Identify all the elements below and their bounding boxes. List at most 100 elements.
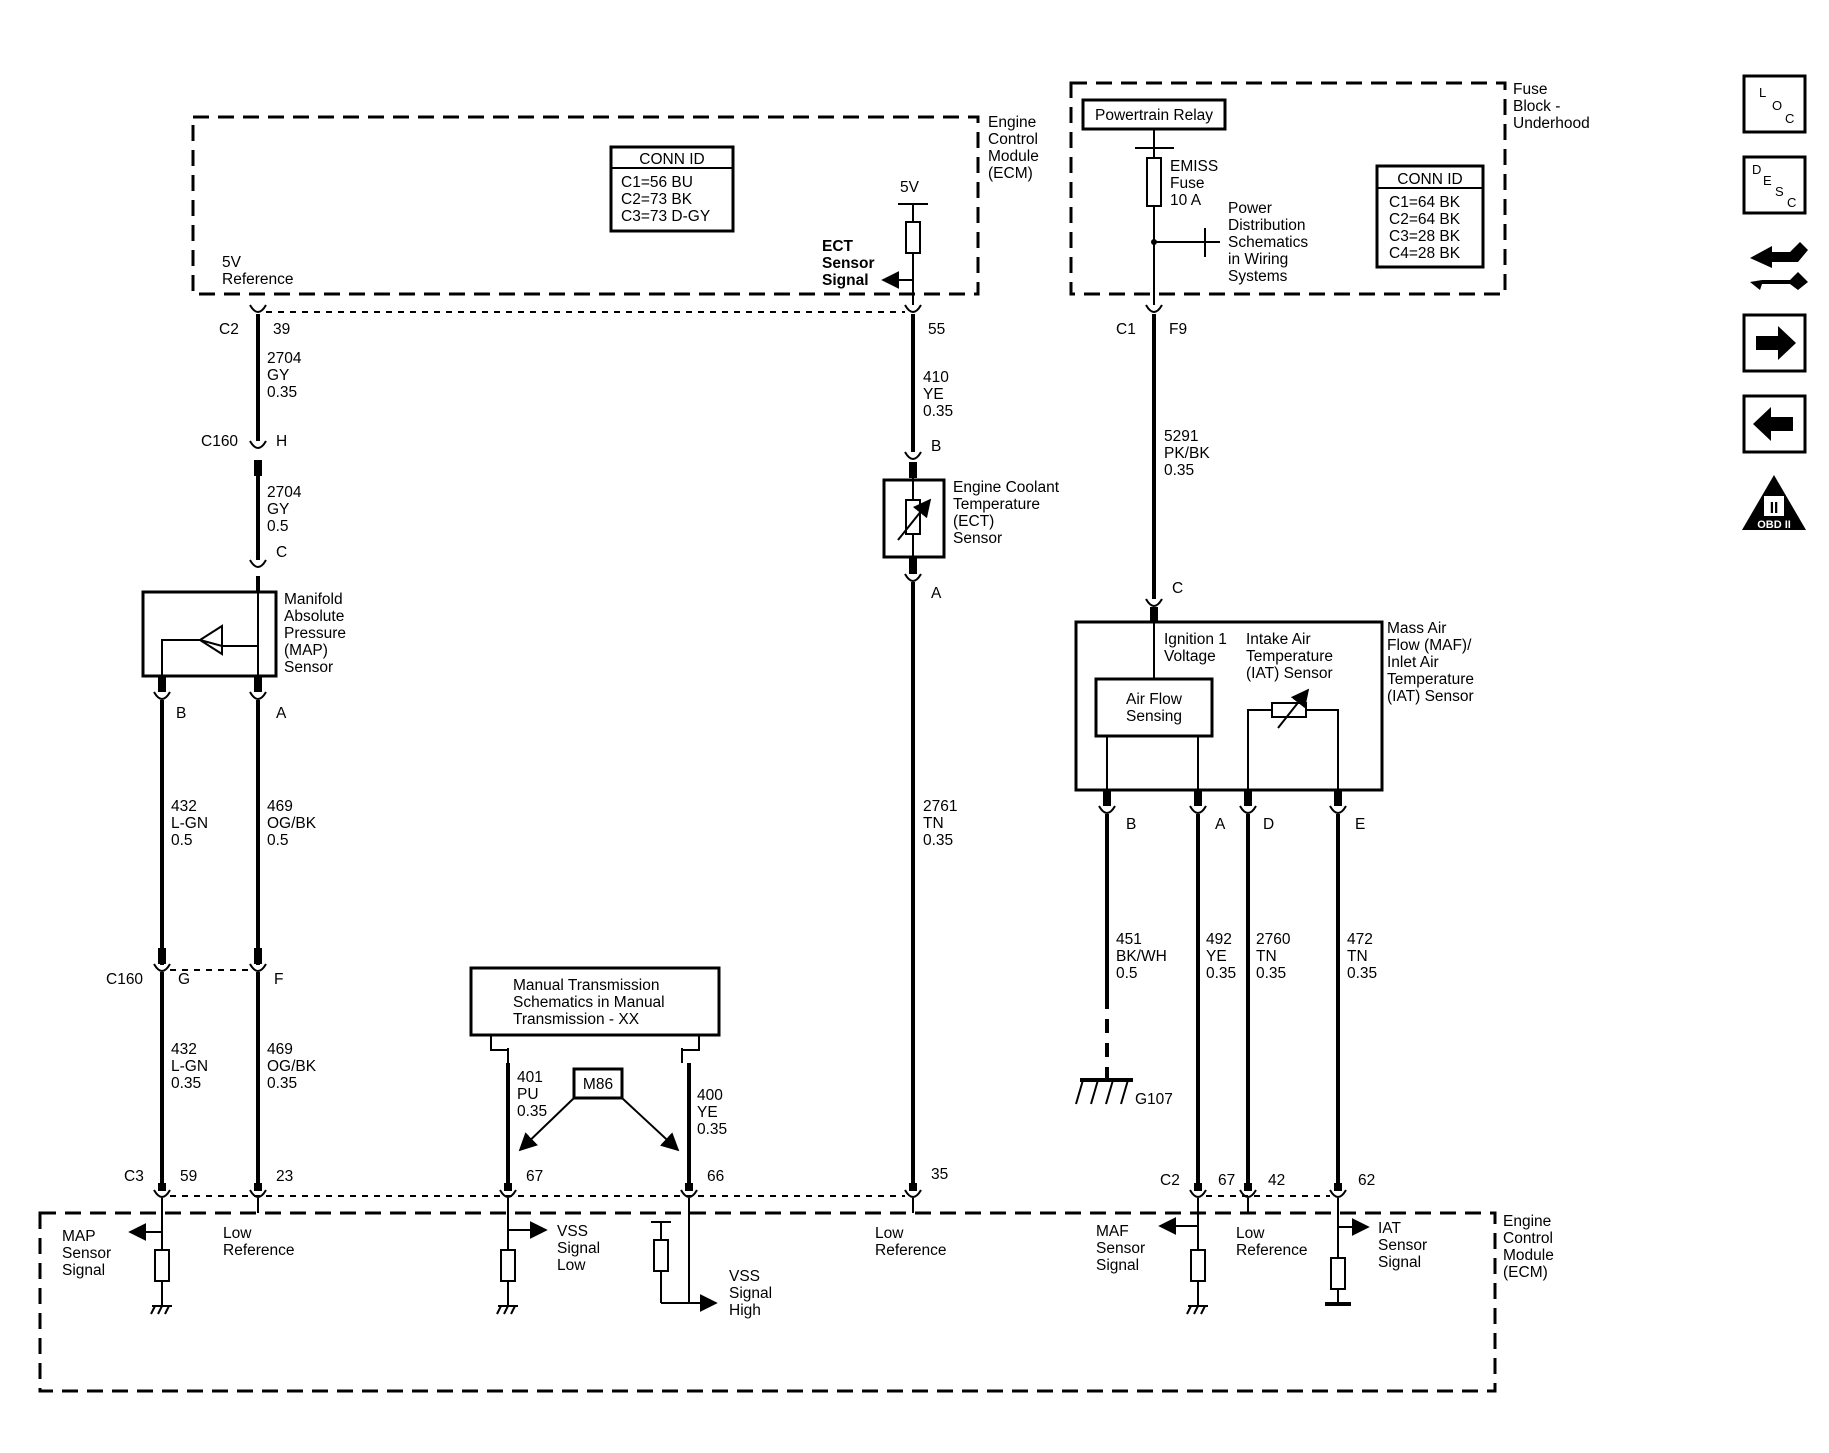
svg-text:23: 23 [276,1168,293,1185]
connector-c3: C3 59 23 67 66 35 [124,1166,948,1198]
svg-text:C: C [1785,111,1794,126]
svg-text:C2: C2 [1160,1172,1180,1189]
svg-text:C: C [276,544,287,561]
svg-text:Air Flow: Air Flow [1126,691,1183,708]
pullup-resistor [905,221,921,254]
svg-text:67: 67 [526,1168,543,1185]
loc-icon[interactable]: L O C [1742,74,1807,134]
svg-text:62: 62 [1358,1172,1375,1189]
arrow-left-icon[interactable] [1742,394,1807,454]
svg-text:C: C [1172,580,1183,597]
arrow-right-icon[interactable] [1742,313,1807,373]
svg-text:55: 55 [928,321,945,338]
svg-text:E: E [1763,173,1772,188]
svg-text:OBD II: OBD II [1757,519,1791,531]
obd-ii-icon[interactable]: II OBD II [1742,475,1806,531]
svg-text:S: S [1775,184,1784,199]
svg-text:C1: C1 [1116,321,1136,338]
svg-text:G: G [178,971,190,988]
5v-supply-label: 5V [900,179,920,196]
svg-text:59: 59 [180,1168,197,1185]
svg-text:F9: F9 [1169,321,1187,338]
connector-repair-icon[interactable] [1750,242,1808,290]
emiss-fuse [1146,157,1162,207]
svg-text:CONN ID: CONN ID [1397,171,1462,188]
svg-text:D: D [1263,816,1274,833]
svg-text:II: II [1770,500,1779,517]
connector-c160-h: C160 H [201,433,287,450]
svg-text:66: 66 [707,1168,724,1185]
svg-text:C3: C3 [124,1168,144,1185]
svg-text:39: 39 [273,321,290,338]
svg-text:CONN ID: CONN ID [639,151,704,168]
svg-text:B: B [176,705,186,722]
svg-text:H: H [276,433,287,450]
svg-text:67: 67 [1218,1172,1235,1189]
connector-c1-fuse: C1 F9 [1116,304,1187,338]
svg-text:D: D [1752,162,1761,177]
svg-text:42: 42 [1268,1172,1285,1189]
svg-text:C160: C160 [201,433,238,450]
svg-text:B: B [1126,816,1136,833]
svg-text:G107: G107 [1135,1091,1173,1108]
svg-text:E: E [1355,816,1365,833]
svg-text:A: A [931,585,942,602]
svg-text:A: A [276,705,287,722]
ground-g107: G107 [1075,1078,1173,1108]
desc-icon[interactable]: D E S C [1742,155,1807,215]
connector-c160-g-f: C160 G F [106,948,283,988]
svg-text:C160: C160 [106,971,143,988]
svg-text:Sensing: Sensing [1126,708,1182,725]
svg-text:35: 35 [931,1166,948,1183]
svg-text:C2: C2 [219,321,239,338]
svg-text:L: L [1759,85,1766,100]
svg-text:A: A [1215,816,1226,833]
svg-text:Powertrain Relay: Powertrain Relay [1095,107,1213,124]
connector-c2-bottom: C2 67 42 62 [1160,1172,1375,1198]
